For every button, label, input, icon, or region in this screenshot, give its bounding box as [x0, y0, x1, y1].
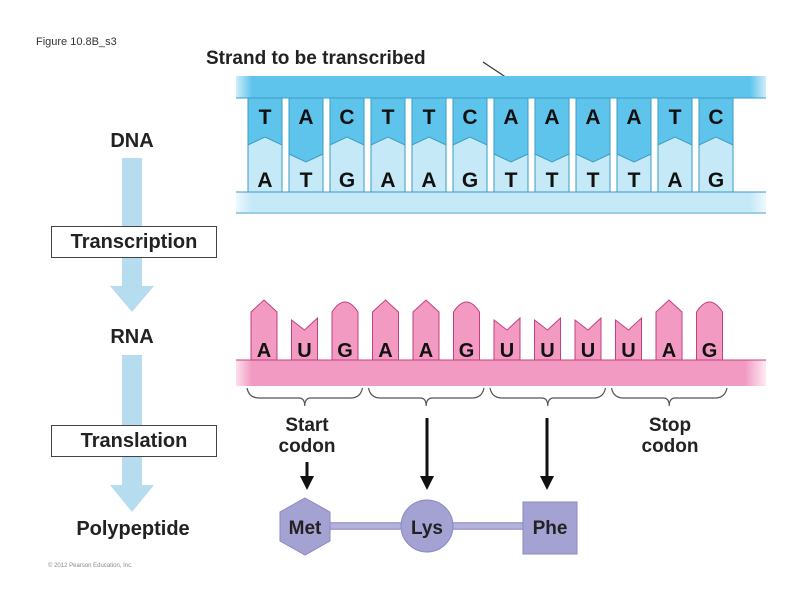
dna-complement-base: T — [628, 169, 641, 192]
codon-brace — [610, 387, 728, 407]
dna-complement-base: T — [587, 169, 600, 192]
met-hexagon — [279, 497, 331, 556]
dna-template-base: A — [544, 106, 559, 129]
amino-acid-met: Met — [289, 518, 322, 539]
codon2-arrow-icon — [420, 418, 434, 490]
rna-base-letter: A — [419, 340, 433, 362]
dna-base-pair — [575, 97, 611, 193]
dna-base-pair — [534, 97, 570, 193]
amino-acid-phe: Phe — [533, 518, 568, 539]
rna-base-letter: U — [621, 340, 635, 362]
start-codon-line1: Start — [285, 415, 329, 436]
phe-square — [522, 501, 578, 555]
dna-template-base: A — [298, 106, 313, 129]
dna-complement-base: A — [667, 169, 682, 192]
dna-complement-base: A — [257, 169, 272, 192]
codon-brace — [367, 387, 485, 407]
start-codon-label: Start codon — [252, 415, 362, 457]
dna-template-base: C — [708, 106, 723, 129]
polypeptide-label: Polypeptide — [76, 518, 190, 540]
rna-base-letter: A — [378, 340, 392, 362]
dna-base-pair — [657, 97, 693, 193]
copyright-text: © 2012 Pearson Education, Inc. — [48, 563, 133, 569]
rna-nucleotide — [696, 301, 723, 361]
dna-complement-base: G — [708, 169, 724, 192]
rna-base-letter: G — [702, 340, 718, 362]
dna-template-base: C — [462, 106, 477, 129]
codon-brace — [489, 387, 607, 407]
dna-template-base: A — [626, 106, 641, 129]
dna-base-pair — [411, 97, 447, 193]
rna-base-letter: U — [297, 340, 311, 362]
stop-codon-line1: Stop — [648, 415, 692, 436]
codon-brace — [246, 387, 364, 407]
lys-circle — [400, 499, 454, 553]
peptide-bond-1 — [330, 522, 402, 530]
start-codon-arrow-icon — [300, 462, 314, 490]
rna-nucleotide — [453, 301, 480, 361]
dna-base-pair — [698, 97, 734, 193]
rna-nucleotide — [331, 301, 359, 361]
rna-base-letter: A — [257, 340, 271, 362]
dna-bottom-backbone — [236, 192, 766, 212]
dna-template-base: T — [259, 106, 272, 129]
rna-backbone — [236, 360, 766, 386]
peptide-bond-2 — [452, 522, 523, 530]
dna-template-base: C — [339, 106, 354, 129]
dna-complement-base: G — [462, 169, 478, 192]
dna-complement-base: A — [421, 169, 436, 192]
dna-top-backbone — [236, 76, 766, 98]
rna-base-letter: U — [581, 340, 595, 362]
strand-title: Strand to be transcribed — [206, 48, 426, 69]
dna-base-pair — [452, 97, 488, 193]
dna-template-base: T — [423, 106, 436, 129]
dna-base-pair — [493, 97, 529, 193]
start-codon-line2: codon — [278, 436, 336, 457]
figure-label: Figure 10.8B_s3 — [36, 36, 117, 48]
translation-box: Translation — [51, 425, 217, 457]
dna-template-base: T — [382, 106, 395, 129]
rna-base-letter: U — [500, 340, 514, 362]
stop-codon-label: Stop codon — [615, 415, 725, 457]
transcription-box: Transcription — [51, 226, 217, 258]
amino-acid-lys: Lys — [411, 518, 443, 539]
dna-complement-base: T — [546, 169, 559, 192]
dna-template-base: T — [669, 106, 682, 129]
dna-template-base: A — [585, 106, 600, 129]
rna-base-letter: U — [540, 340, 554, 362]
stop-codon-line2: codon — [641, 436, 699, 457]
rna-base-letter: A — [662, 340, 676, 362]
dna-label: DNA — [110, 130, 154, 152]
rna-base-letter: G — [459, 340, 475, 362]
dna-base-pair — [370, 97, 406, 193]
dna-complement-base: G — [339, 169, 355, 192]
dna-complement-base: T — [300, 169, 313, 192]
dna-complement-base: A — [380, 169, 395, 192]
dna-base-pair — [616, 97, 652, 193]
rna-label: RNA — [110, 326, 154, 348]
codon3-arrow-icon — [540, 418, 554, 490]
dna-template-base: A — [503, 106, 518, 129]
rna-base-letter: G — [337, 340, 353, 362]
dna-complement-base: T — [505, 169, 518, 192]
